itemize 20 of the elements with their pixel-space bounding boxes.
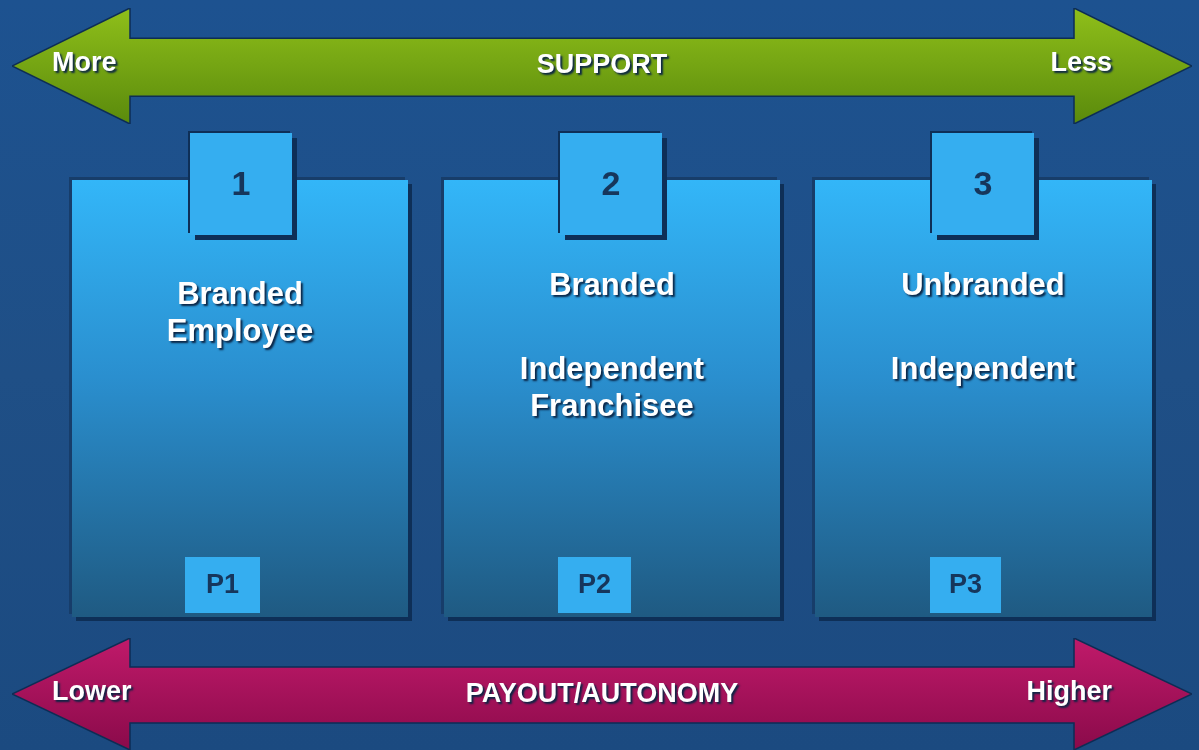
axis-end-label: Lower	[52, 675, 133, 708]
category-label: Branded Employee	[165, 275, 315, 350]
category-label: Independent	[889, 350, 1077, 388]
axis-end-label: Less	[1049, 46, 1112, 79]
step-number: 3	[972, 163, 994, 204]
step-number: 2	[600, 163, 622, 204]
tag-box	[185, 557, 260, 613]
axis-title: PAYOUT/AUTONOMY	[464, 677, 740, 710]
tag-label: P3	[948, 568, 983, 601]
axis-end-label: More	[52, 46, 118, 79]
category-label: Branded	[548, 266, 676, 304]
category-label: Independent Franchisee	[518, 350, 706, 425]
tag-label: P1	[205, 568, 240, 601]
step-number: 1	[230, 163, 252, 204]
axis-end-label: Higher	[1025, 675, 1112, 708]
tag-box	[930, 557, 1001, 613]
category-label: Unbranded	[900, 266, 1066, 304]
axis-title: SUPPORT	[535, 48, 669, 81]
tag-box	[558, 557, 631, 613]
tag-label: P2	[577, 568, 612, 601]
